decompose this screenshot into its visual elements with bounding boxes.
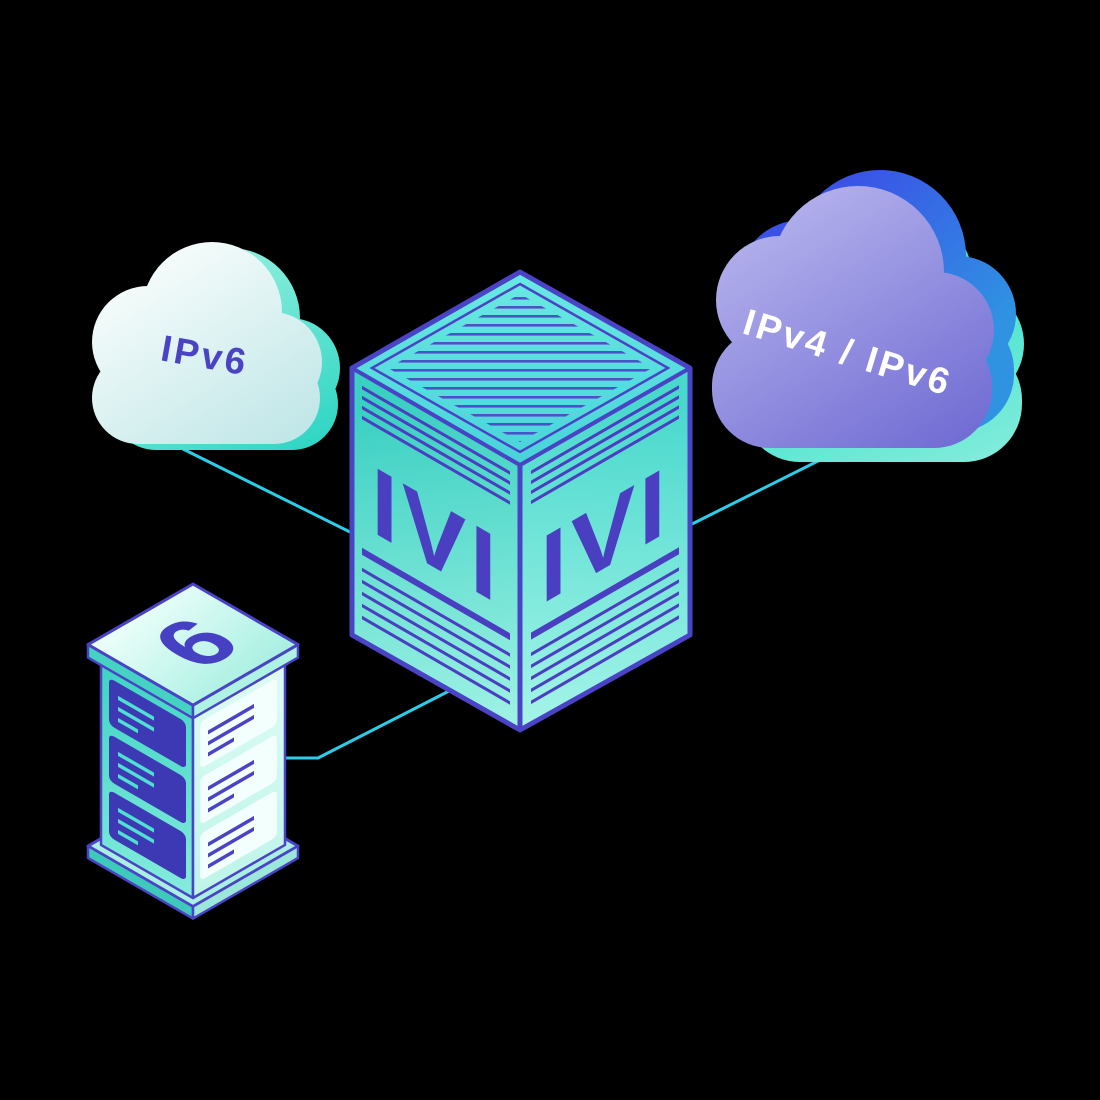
vent-line	[208, 770, 254, 802]
vent-line	[118, 762, 154, 788]
vent-line	[118, 773, 138, 790]
ivi-translator-cube: IVI IVI	[349, 269, 693, 733]
stripe-thick	[362, 547, 510, 641]
cube-top-hatch-lines	[388, 294, 652, 442]
vent-line	[118, 706, 154, 732]
connector-server-to-cube	[280, 689, 450, 760]
vent-line	[208, 849, 234, 869]
server-slot	[109, 791, 186, 879]
vent-line	[118, 695, 154, 721]
stripe	[362, 615, 510, 705]
stripe	[531, 405, 679, 495]
cube-right-face-content: IVI	[531, 385, 679, 705]
stripe	[531, 395, 679, 485]
stripe	[531, 579, 679, 669]
server-base-front-right	[191, 844, 300, 920]
stripe	[531, 385, 679, 475]
vent-line	[118, 807, 154, 833]
server-slot	[200, 735, 277, 823]
stripe	[362, 405, 510, 495]
stripe	[531, 567, 679, 657]
cube-right-face-stripes	[531, 385, 679, 705]
vent-line	[208, 793, 234, 813]
vent-line	[208, 703, 254, 735]
right-cloud-body	[712, 186, 994, 448]
cube-outline	[349, 269, 693, 733]
stripe	[362, 591, 510, 681]
vent-line	[208, 815, 254, 847]
server-left-slots	[109, 679, 186, 879]
stripe	[362, 579, 510, 669]
cube-top-inner-border	[369, 282, 671, 454]
stripe	[362, 603, 510, 693]
vent-line	[208, 759, 254, 791]
server-tower: 6	[86, 582, 300, 920]
server-right-slots	[200, 679, 277, 879]
server-slot	[109, 679, 186, 767]
stripe	[531, 603, 679, 693]
stripe-thick	[531, 547, 679, 640]
right-cloud: IPv4 / IPv6	[712, 170, 1024, 462]
left-cloud: IPv6	[92, 242, 340, 450]
cube-left-face-stripes	[362, 385, 510, 705]
server-slot-vents	[118, 695, 154, 846]
server-slot	[109, 735, 186, 823]
server-cap-top-face	[86, 582, 300, 707]
vent-line	[208, 826, 254, 858]
stripe	[362, 567, 510, 657]
vent-line	[118, 829, 138, 846]
stripe	[362, 415, 510, 505]
vent-line	[208, 737, 234, 757]
cloud-base	[712, 328, 992, 448]
vent-line	[118, 818, 154, 844]
stripe	[531, 591, 679, 681]
stripe	[362, 385, 510, 475]
stripe	[531, 615, 679, 705]
vent-line	[118, 717, 138, 734]
server-slot	[200, 679, 277, 767]
left-cloud-body	[92, 242, 322, 444]
stripe	[362, 395, 510, 485]
vent-line	[208, 714, 254, 746]
cloud-base	[92, 352, 320, 444]
vent-line	[118, 751, 154, 777]
server-slot-vents	[208, 703, 254, 869]
server-slot	[200, 791, 277, 879]
stripe	[531, 415, 679, 505]
